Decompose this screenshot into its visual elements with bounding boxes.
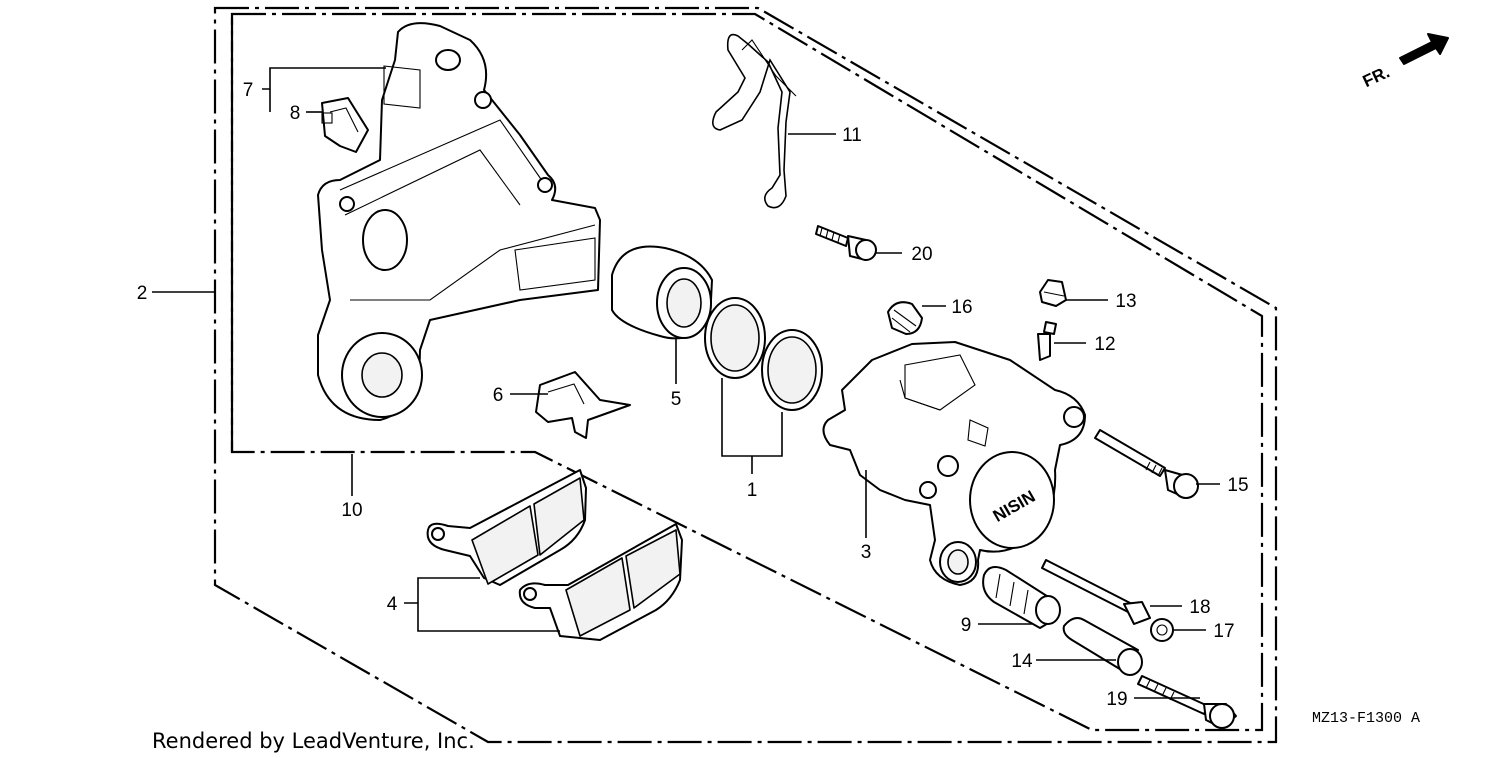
callout-5: 5 bbox=[671, 389, 682, 410]
part-6-pad-shim bbox=[535, 371, 631, 439]
callout-11: 11 bbox=[842, 125, 862, 146]
callout-9: 9 bbox=[961, 615, 972, 636]
front-direction-label: FR. bbox=[1360, 62, 1393, 91]
callout-17: 17 bbox=[1213, 621, 1234, 642]
part-19-bolt bbox=[1137, 675, 1237, 729]
part-9-boot bbox=[982, 565, 1061, 629]
part-13-bleeder-cap bbox=[1039, 279, 1067, 307]
callout-19: 19 bbox=[1106, 689, 1127, 710]
callout-15: 15 bbox=[1227, 475, 1248, 496]
part-17-nut bbox=[1150, 618, 1174, 642]
callout-2: 2 bbox=[137, 283, 148, 304]
render-credit: Rendered by LeadVenture, Inc. bbox=[152, 729, 475, 753]
callout-4: 4 bbox=[387, 594, 398, 615]
part-15-pin-bolt bbox=[1094, 429, 1199, 499]
caliper-bracket bbox=[317, 22, 601, 421]
outer-assembly-outline bbox=[213, 6, 1278, 744]
callout-13: 13 bbox=[1115, 291, 1136, 312]
callout-6: 6 bbox=[493, 385, 504, 406]
part-14-sleeve bbox=[1062, 617, 1143, 676]
part-16-bleeder-cap bbox=[887, 301, 923, 335]
leader-lines bbox=[152, 67, 1220, 699]
callout-7: 7 bbox=[243, 80, 254, 101]
inner-assembly-outline bbox=[230, 12, 1264, 732]
part-1-piston-seals bbox=[704, 297, 823, 411]
callout-20: 20 bbox=[911, 244, 932, 265]
part-20-bolt bbox=[815, 225, 877, 261]
callout-12: 12 bbox=[1094, 334, 1115, 355]
part-4-brake-pads bbox=[426, 469, 683, 641]
callout-1: 1 bbox=[747, 480, 758, 501]
callout-18: 18 bbox=[1189, 597, 1210, 618]
callout-8: 8 bbox=[290, 103, 301, 124]
part-18-pin bbox=[1041, 559, 1151, 625]
part-8-retainer-clip bbox=[321, 97, 369, 153]
part-11-pad-spring bbox=[712, 33, 797, 209]
callout-10: 10 bbox=[341, 500, 362, 521]
callout-labels: 1 2 3 4 5 6 7 8 9 10 11 12 13 14 15 16 1… bbox=[137, 80, 1249, 710]
callout-3: 3 bbox=[861, 542, 872, 563]
callout-16: 16 bbox=[951, 297, 972, 318]
drawing-code: MZ13-F1300 A bbox=[1312, 710, 1420, 727]
part-12-bleeder-valve bbox=[1037, 321, 1057, 361]
callout-14: 14 bbox=[1011, 651, 1033, 672]
front-direction-arrow-icon: FR. bbox=[1360, 33, 1449, 91]
part-5-piston bbox=[611, 245, 713, 340]
part-3-caliper-body: NISIN bbox=[822, 341, 1086, 586]
